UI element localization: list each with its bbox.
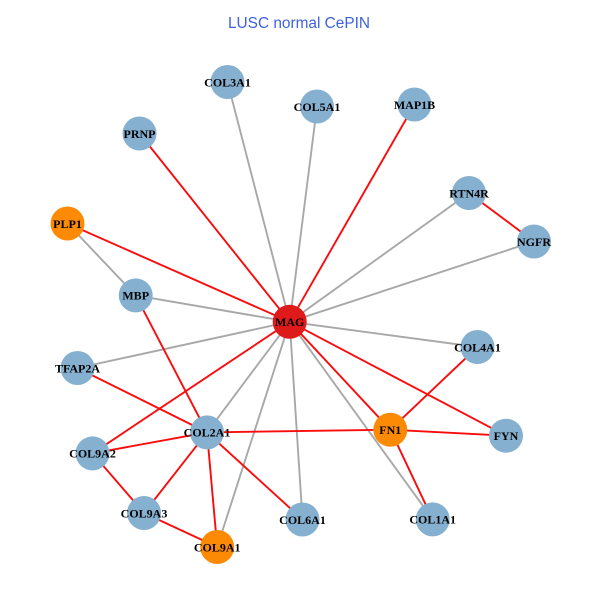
svg-text:COL1A1: COL1A1 <box>409 513 456 527</box>
svg-text:FN1: FN1 <box>379 423 401 437</box>
svg-text:MAP1B: MAP1B <box>394 98 435 112</box>
svg-text:RTN4R: RTN4R <box>449 186 489 200</box>
svg-text:PRNP: PRNP <box>124 127 156 141</box>
svg-text:PLP1: PLP1 <box>53 217 82 231</box>
svg-text:MBP: MBP <box>122 289 149 303</box>
svg-text:FYN: FYN <box>494 429 519 443</box>
svg-text:LUSC normal CePIN: LUSC normal CePIN <box>228 15 370 32</box>
svg-text:MAG: MAG <box>275 315 304 329</box>
svg-text:COL9A1: COL9A1 <box>194 540 241 554</box>
svg-text:NGFR: NGFR <box>517 235 551 249</box>
svg-text:COL3A1: COL3A1 <box>204 75 251 89</box>
svg-text:COL2A1: COL2A1 <box>184 426 231 440</box>
svg-text:COL5A1: COL5A1 <box>294 100 341 114</box>
svg-text:COL9A3: COL9A3 <box>121 506 168 520</box>
svg-text:COL6A1: COL6A1 <box>279 513 326 527</box>
svg-text:COL4A1: COL4A1 <box>454 340 501 354</box>
svg-text:COL9A2: COL9A2 <box>69 447 116 461</box>
svg-text:TFAP2A: TFAP2A <box>55 361 100 375</box>
